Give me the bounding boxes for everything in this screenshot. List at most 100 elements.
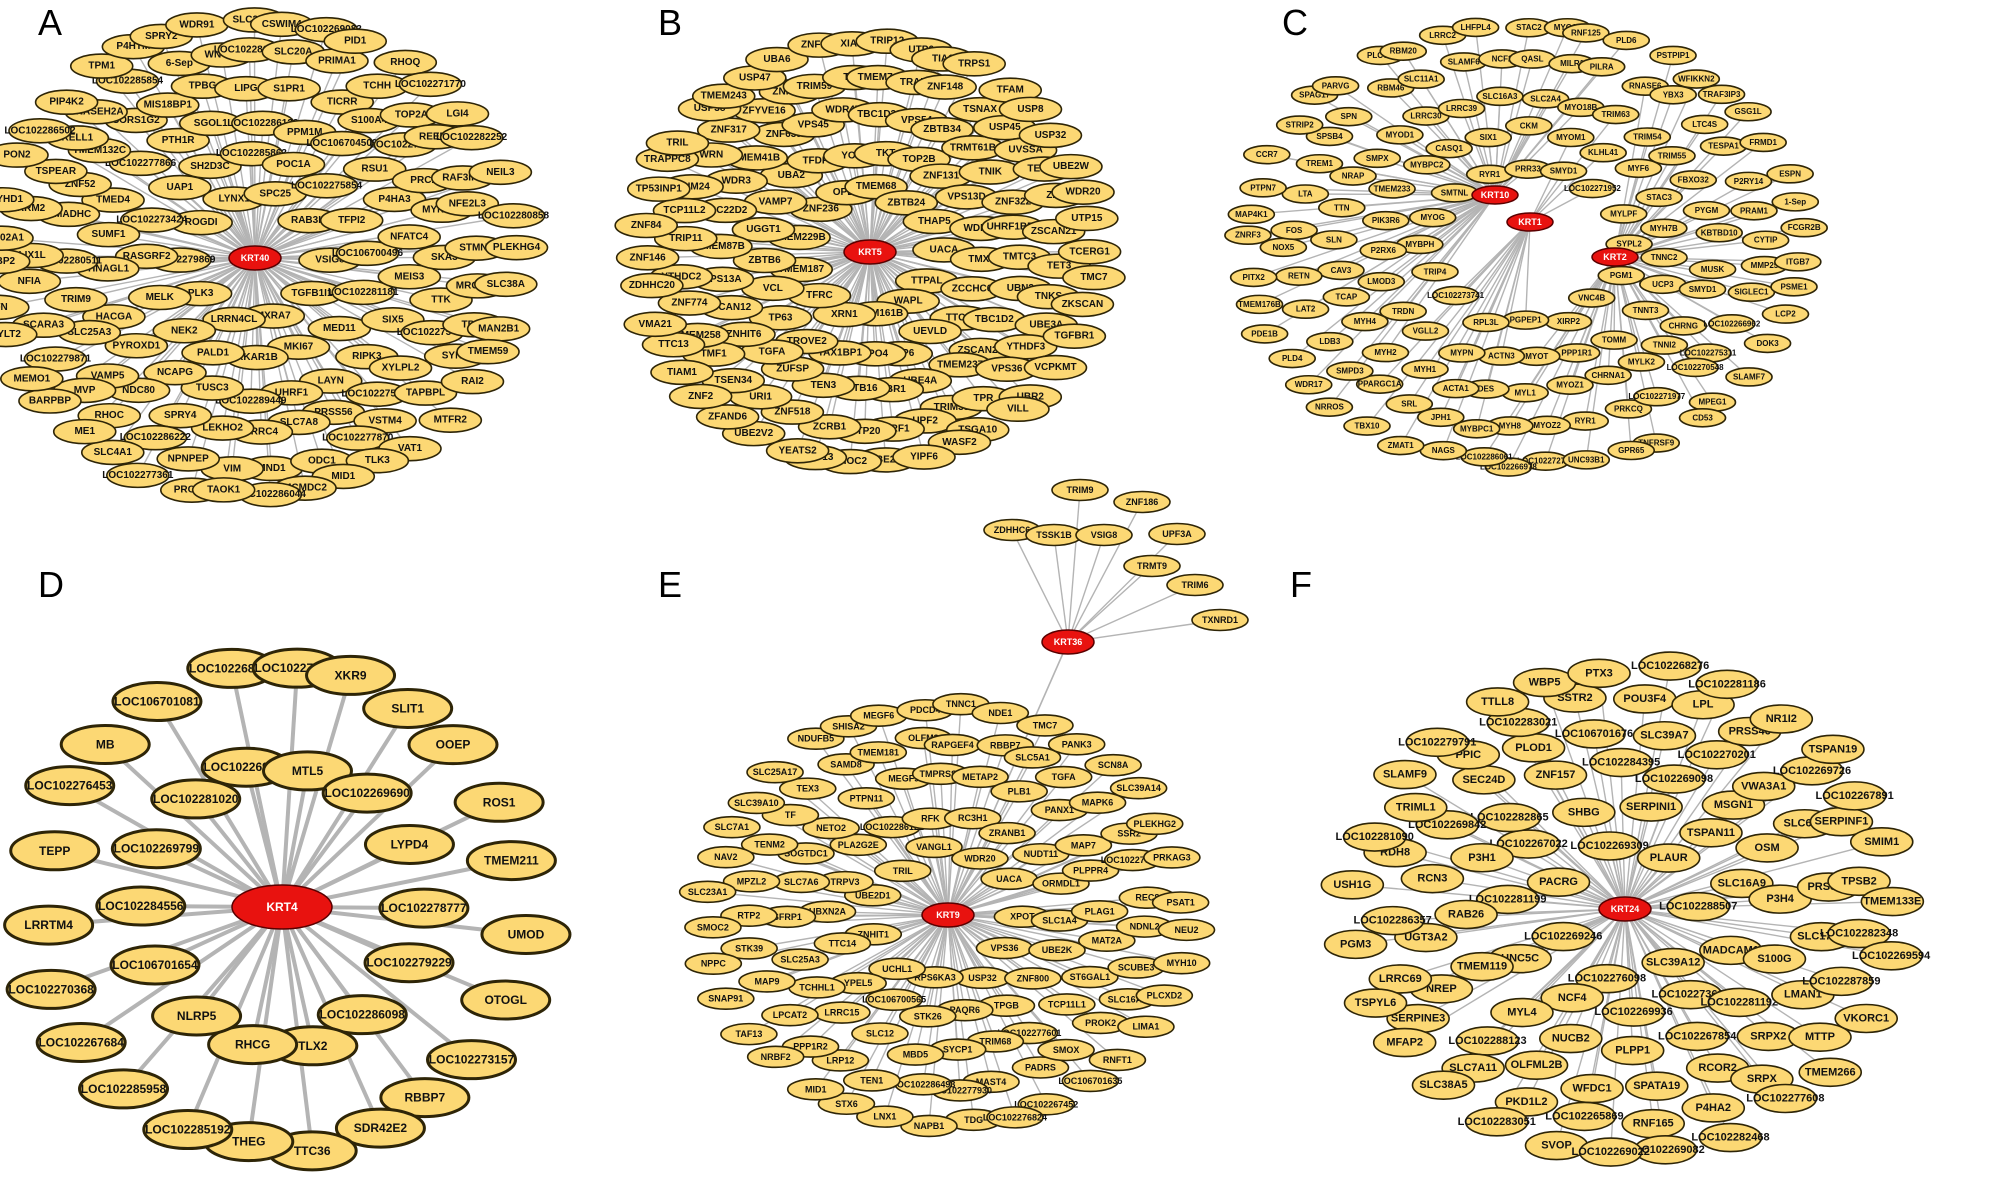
gene-label: MPEG1 [1698, 398, 1727, 407]
gene-label: LOC102271977 [1628, 392, 1685, 401]
gene-label: SUMF1 [92, 229, 126, 240]
gene-label: PSTPIP1 [1657, 51, 1690, 60]
gene-node-shape [0, 142, 49, 168]
gene-label: LOC106701081 [114, 695, 200, 709]
gene-node: MEIS3 [377, 263, 442, 290]
gene-label: PDE1B [1251, 329, 1278, 338]
gene-label: VMA21 [639, 319, 673, 330]
gene-node: USP8 [998, 96, 1063, 123]
gene-node: MYH4 [1341, 311, 1389, 332]
gene-label: MAP7 [1071, 840, 1096, 850]
gene-label: RRM2 [17, 203, 46, 214]
gene-node: TSSK1B [1025, 523, 1083, 547]
gene-label: PLPPR4 [1073, 866, 1108, 876]
gene-node-shape [156, 446, 221, 472]
gene-node: PRIMA1 [305, 48, 369, 74]
gene-label: RELL1 [61, 132, 93, 143]
gene-node: TRDN [1379, 301, 1427, 322]
gene-node-shape [913, 74, 977, 100]
gene-label: SLC02A1 [0, 233, 24, 244]
gene-label: RSU1 [361, 164, 388, 175]
edge [1529, 152, 1604, 223]
gene-node: LOC102279229 [363, 942, 455, 984]
gene-label: SPSB4 [1316, 132, 1343, 141]
gene-node-shape [8, 118, 72, 144]
gene-label: THOC2 [833, 456, 867, 467]
gene-label: TTLL8 [1481, 696, 1514, 708]
gene-label: TFAM [997, 85, 1024, 96]
gene-node: LOC102266962 [1703, 313, 1761, 334]
gene-label: TMEM161B [850, 308, 903, 319]
gene-label: LOC102277608 [1746, 1093, 1824, 1105]
gene-node: ZBTB6 [732, 247, 797, 274]
gene-node: MYLK2 [1617, 352, 1666, 372]
gene-label: TRIM6 [1182, 580, 1209, 590]
gene-label: VAMP7 [759, 197, 793, 208]
gene-label: TMED4 [96, 195, 130, 206]
gene-node: LTA [1281, 184, 1330, 204]
gene-label: LOC102276098 [1568, 973, 1646, 985]
edge [209, 166, 256, 259]
gene-label: NRROS [1315, 403, 1345, 412]
gene-label: UHRF1 [275, 387, 309, 398]
gene-node: SPRY4 [148, 402, 213, 429]
gene-label: ZBTB6 [748, 255, 781, 266]
gene-node: STRIP2 [1275, 115, 1324, 135]
gene-node-shape [440, 368, 505, 395]
gene-node: POC1A [261, 151, 326, 178]
gene-label: LRRC30 [1410, 112, 1442, 121]
gene-label: TMEM87B [697, 241, 745, 252]
gene-label: TPBG [189, 81, 217, 92]
gene-label: TBC1D32 [857, 109, 902, 120]
gene-label: TREM1 [1306, 159, 1334, 168]
gene-node: ME1 [52, 418, 117, 445]
gene-label: LOC102269309 [1570, 840, 1648, 852]
gene-node: S100G [1742, 944, 1807, 974]
gene-node-shape [69, 53, 134, 79]
gene-node: XYLT2 [0, 321, 38, 348]
gene-label: PROK2 [1085, 1018, 1116, 1028]
gene-node: PTPN7 [1239, 178, 1287, 198]
gene-label: CYTIP [1754, 236, 1778, 245]
gene-label: SLAMF7 [1733, 372, 1766, 381]
gene-node: MELK [127, 284, 192, 311]
gene-label: LOC106704509 [306, 138, 378, 149]
gene-label: RAPGEF4 [931, 740, 974, 750]
gene-label: PLA2G2E [838, 840, 879, 850]
gene-node: VGLL2 [1401, 321, 1450, 341]
gene-label: SHBG [1568, 806, 1600, 818]
gene-label: SYNC [442, 351, 470, 362]
gene-node-shape [620, 272, 684, 299]
gene-node: ZMAT1 [1376, 435, 1425, 456]
gene-label: RHOC [94, 410, 123, 421]
gene-label: RBBP7 [405, 1091, 446, 1105]
gene-node-shape [34, 89, 99, 116]
gene-label: XYLPL2 [382, 363, 420, 374]
gene-node: TESPA1 [1699, 136, 1748, 156]
gene-label: LHFPL4 [1460, 23, 1491, 32]
gene-label: TET3 [1047, 261, 1072, 272]
gene-label: SLC20A [274, 46, 312, 57]
gene-label: NEU2 [1175, 925, 1199, 935]
gene-label: CCR7 [1256, 150, 1278, 159]
gene-node-shape [1051, 179, 1115, 205]
gene-label: PSAT1 [1166, 897, 1194, 907]
gene-label: NFIA [18, 276, 41, 287]
gene-node: PSTPIP1 [1649, 45, 1697, 66]
gene-label: WRN [699, 149, 723, 160]
panel-label: E [658, 564, 682, 605]
gene-node: LHFPL4 [1451, 17, 1500, 38]
gene-label: UTP15 [1071, 213, 1103, 224]
gene-node: UMOD [480, 913, 572, 955]
gene-label: THAP5 [918, 216, 951, 227]
gene-node: FCGR2B [1780, 217, 1828, 238]
gene-label: RBM20 [1390, 47, 1418, 56]
gene-label: UBE2D1 [855, 890, 891, 900]
gene-label: TXNRD1 [1202, 615, 1238, 625]
gene-node-shape [1055, 205, 1119, 232]
gene-label: LOC102286222 [120, 432, 192, 443]
gene-node-shape [1018, 122, 1083, 149]
gene-node: PLPP1 [1600, 1035, 1665, 1066]
gene-node: TAPBPL [393, 380, 458, 406]
